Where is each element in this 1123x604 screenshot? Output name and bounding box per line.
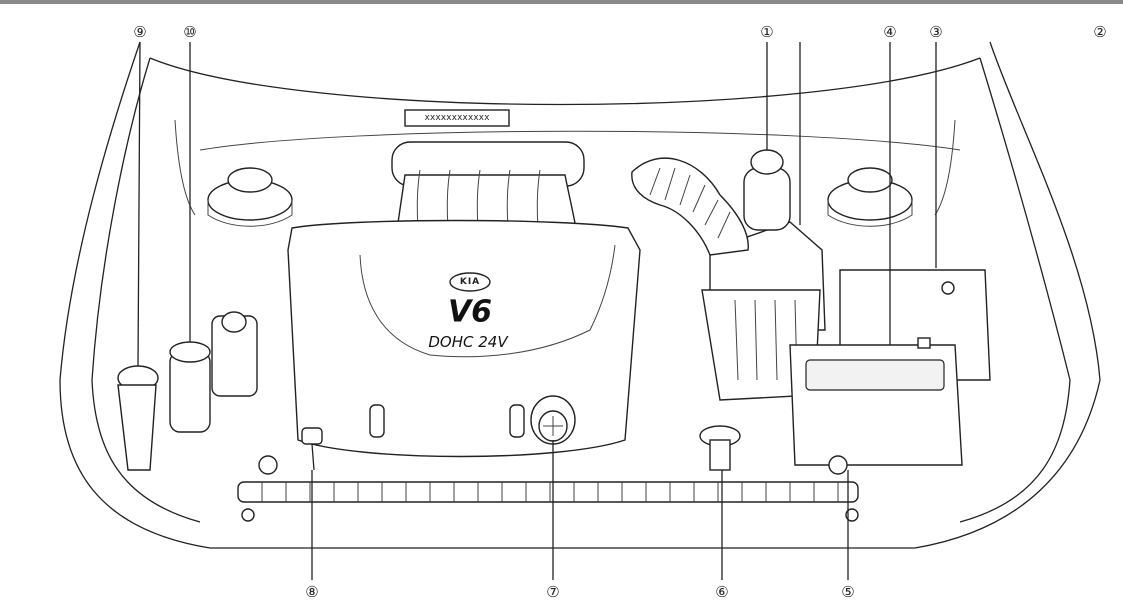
callout-2: ②	[1093, 23, 1106, 41]
callout-5: ⑤	[841, 583, 854, 601]
callout-labels: ① ② ③ ④ ⑤ ⑥ ⑦ ⑧ ⑨ ⑩	[133, 23, 1106, 601]
battery	[789, 337, 963, 466]
power-steering-reservoir	[211, 311, 258, 397]
right-strut-tower	[827, 167, 913, 227]
radiator-support	[237, 455, 859, 522]
leader-lines	[137, 41, 937, 580]
left-strut-tower	[207, 167, 293, 227]
callout-9: ⑨	[133, 23, 146, 41]
top-rule	[0, 0, 1123, 4]
engine-oil-dipstick	[301, 427, 323, 471]
callout-4: ④	[883, 23, 896, 41]
callout-7: ⑦	[546, 583, 559, 601]
oil-filler-cap	[530, 395, 576, 445]
washer-fluid-reservoir	[117, 365, 159, 471]
callout-3: ③	[929, 23, 942, 41]
placard-text: xxxxxxxxxxxx	[424, 113, 490, 123]
callout-1: ①	[760, 23, 773, 41]
kia-logo-text: KIA	[460, 277, 480, 287]
callout-10: ⑩	[183, 23, 196, 41]
callout-8: ⑧	[305, 583, 318, 601]
callout-6: ⑥	[715, 583, 728, 601]
radiator-cap	[699, 425, 741, 471]
engine-cover: KIA V6 DOHC 24V	[287, 219, 641, 458]
vin-placard: xxxxxxxxxxxx	[404, 109, 510, 127]
brake-fluid-reservoir	[169, 341, 211, 433]
kia-logo	[449, 272, 491, 292]
engine-model-text: V6	[448, 295, 492, 330]
engine-spec-text: DOHC 24V	[428, 333, 509, 351]
coolant-reservoir	[743, 149, 791, 231]
intake-hose	[631, 157, 749, 256]
